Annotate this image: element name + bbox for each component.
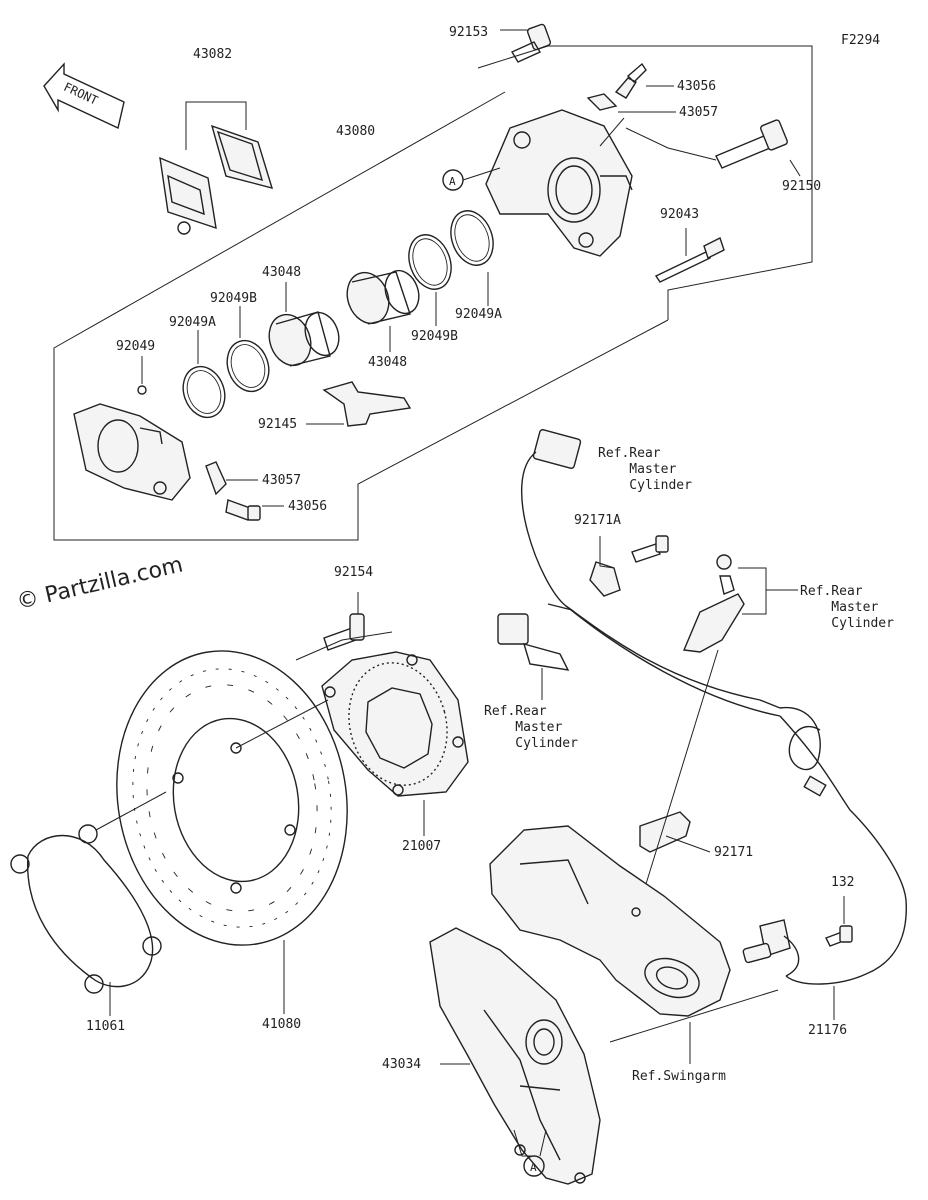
slide-pin-icon <box>654 237 725 283</box>
label-43048-top: 43048 <box>262 265 302 280</box>
label-132: 132 <box>831 875 855 890</box>
label-21176: 21176 <box>808 1023 848 1038</box>
label-92043: 92043 <box>660 207 700 222</box>
hose-bracket-icon <box>682 554 745 653</box>
label-43056-top: 43056 <box>677 79 717 94</box>
caliper-body-icon <box>485 109 633 257</box>
caliper-bolt-icon <box>715 119 788 169</box>
label-92171A: 92171A <box>574 513 621 528</box>
hose-clamp-icon <box>639 811 691 853</box>
swingarm-icon <box>489 825 731 1017</box>
label-43057-bot: 43057 <box>262 473 302 488</box>
label-11061: 11061 <box>86 1019 126 1034</box>
label-43034: 43034 <box>382 1057 422 1072</box>
label-43057-top: 43057 <box>679 105 719 120</box>
callout-a-bottom-label: A <box>530 1161 537 1174</box>
label-43048-mid: 43048 <box>368 355 408 370</box>
gasket-icon <box>10 824 162 994</box>
leader-a-bottom <box>513 1129 534 1157</box>
leader-43057-top-b <box>599 117 625 147</box>
bleeder-valve-icon-2 <box>225 499 261 521</box>
label-ref-swingarm: Ref.Swingarm <box>632 1069 726 1084</box>
disc-bolt-icon <box>323 613 365 651</box>
piston-icon-2 <box>268 311 340 367</box>
harness-clamp-icon <box>589 561 621 597</box>
caliper-half-icon <box>73 403 191 501</box>
leader-swingarm-bracket <box>609 989 779 1043</box>
label-43080: 43080 <box>336 124 376 139</box>
label-ref-master-1: Ref.Rear Master Cylinder <box>598 446 692 493</box>
sensor-bolt-icon <box>825 925 853 947</box>
label-92049B-right: 92049B <box>411 329 458 344</box>
label-ref-master-2: Ref.Rear Master Cylinder <box>800 584 894 631</box>
label-92154: 92154 <box>334 565 374 580</box>
label-92049A-right: 92049A <box>455 307 502 322</box>
leader-92171A <box>599 536 615 569</box>
label-ref-master-3: Ref.Rear Master Cylinder <box>484 704 578 751</box>
leader-a-top <box>462 167 501 181</box>
brake-pad-icon <box>159 124 274 235</box>
label-92150: 92150 <box>782 179 822 194</box>
callout-a-top-label: A <box>449 175 456 188</box>
piston-seal-icon-2 <box>182 365 226 419</box>
label-92145: 92145 <box>258 417 298 432</box>
label-43082: 43082 <box>193 47 233 62</box>
label-92049A-top: 92049A <box>169 315 216 330</box>
leader-92150-a <box>625 127 717 161</box>
label-43056-bot: 43056 <box>288 499 328 514</box>
piston-icon <box>346 269 420 325</box>
bolt-icon <box>510 23 552 63</box>
figure-code: F2294 <box>841 33 881 48</box>
dust-seal-icon-2 <box>226 339 270 393</box>
clamp-bolt-icon <box>631 535 669 563</box>
dust-seal-icon <box>408 234 452 290</box>
leader-disc-bolt <box>235 699 329 749</box>
leader-gasket <box>95 791 167 831</box>
spring-clip-icon <box>322 381 412 427</box>
piston-seal-icon <box>450 210 494 266</box>
leader-92171-b <box>645 649 719 885</box>
caliper-group-outline-left <box>53 91 669 541</box>
bleeder-cap-icon <box>586 93 618 111</box>
leader-92171 <box>665 835 711 853</box>
abs-sensor-rotor-icon <box>321 651 469 797</box>
label-92171: 92171 <box>714 845 754 860</box>
label-21007: 21007 <box>402 839 442 854</box>
front-label: FRONT <box>61 80 100 108</box>
leader-a-bottom-b <box>539 1129 547 1157</box>
bleeder-valve-icon <box>614 62 647 99</box>
leader-43082 <box>185 101 247 150</box>
label-92049B-top: 92049B <box>210 291 257 306</box>
leader-92150 <box>789 159 801 177</box>
leader-92154-b <box>295 631 393 661</box>
front-arrow-icon: FRONT <box>43 62 125 130</box>
leader-ref-master-2 <box>738 567 767 615</box>
caliper-bracket-icon <box>429 927 601 1185</box>
label-41080: 41080 <box>262 1017 302 1032</box>
o-ring-icon <box>137 385 147 395</box>
abs-sensor-harness-icon <box>520 429 907 985</box>
label-92049: 92049 <box>116 339 156 354</box>
abs-wheel-sensor-icon <box>742 919 800 977</box>
brake-disc-icon <box>116 650 348 946</box>
bleeder-cap-icon-2 <box>205 461 227 496</box>
hose-fitting-icon <box>497 613 570 671</box>
label-92153: 92153 <box>449 25 489 40</box>
